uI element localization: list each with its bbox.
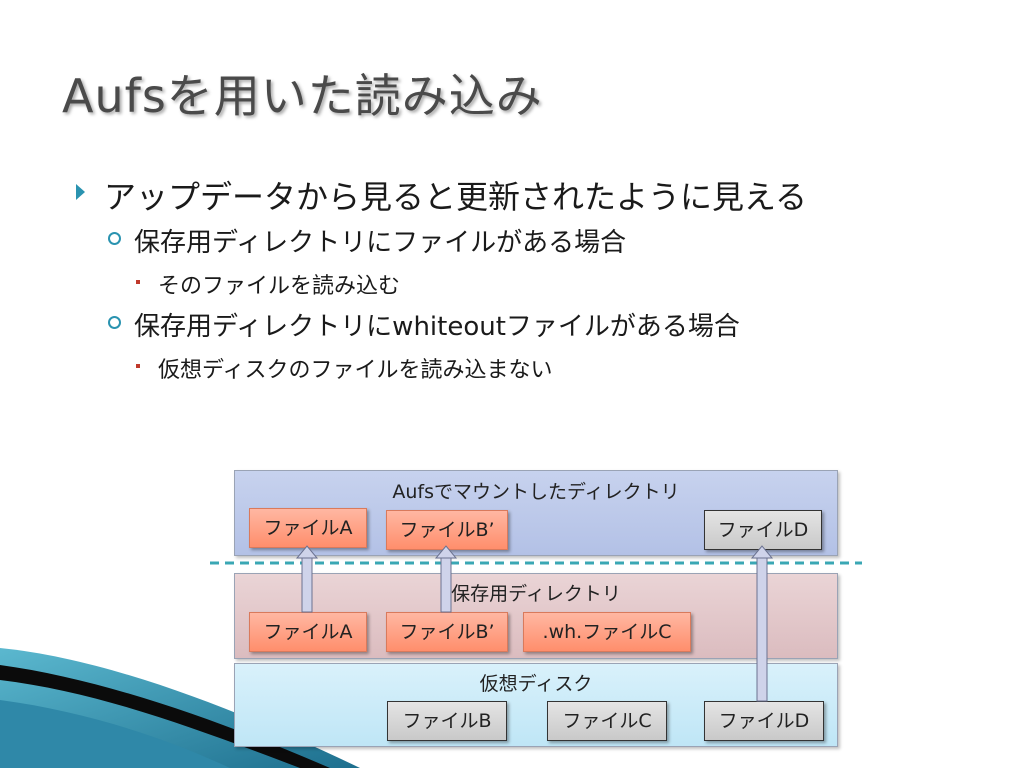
square-bullet-icon bbox=[136, 280, 140, 284]
bullet-list: アップデータから見ると更新されたように見える 保存用ディレクトリにファイルがある… bbox=[76, 172, 808, 384]
save-file-b-prime: ファイルB’ bbox=[386, 612, 508, 652]
bullet-text: アップデータから見ると更新されたように見える bbox=[104, 178, 808, 216]
bullet-item: そのファイルを読み込む bbox=[136, 268, 401, 300]
vdisk-file-c: ファイルC bbox=[547, 701, 667, 741]
bullet-item: 保存用ディレクトリにwhiteoutファイルがある場合 bbox=[108, 306, 740, 343]
bullet-text: 仮想ディスクのファイルを読み込まない bbox=[158, 358, 553, 383]
whiteout-file-c: .wh.ファイルC bbox=[523, 612, 691, 652]
layer-title: 保存用ディレクトリ bbox=[451, 583, 621, 605]
slide-title: Aufsを用いた読み込み bbox=[62, 69, 543, 123]
aufs-file-d: ファイルD bbox=[704, 510, 822, 550]
triangle-bullet-icon bbox=[76, 184, 85, 200]
layer-title: Aufsでマウントしたディレクトリ bbox=[392, 481, 680, 503]
save-file-a: ファイルA bbox=[249, 612, 367, 652]
vdisk-file-b: ファイルB bbox=[387, 701, 507, 741]
read-arrow-a bbox=[295, 545, 319, 613]
circle-bullet-icon bbox=[108, 232, 121, 245]
bullet-item: アップデータから見ると更新されたように見える bbox=[76, 172, 808, 218]
layer-title: 仮想ディスク bbox=[479, 673, 593, 695]
read-arrow-b-prime bbox=[434, 545, 458, 613]
vdisk-file-d: ファイルD bbox=[704, 701, 824, 741]
aufs-file-b-prime: ファイルB’ bbox=[386, 510, 508, 550]
square-bullet-icon bbox=[136, 364, 140, 368]
aufs-file-a: ファイルA bbox=[249, 508, 367, 548]
read-arrow-d bbox=[750, 545, 774, 702]
bullet-text: 保存用ディレクトリにファイルがある場合 bbox=[134, 228, 627, 258]
bullet-text: そのファイルを読み込む bbox=[158, 274, 401, 299]
bullet-text: 保存用ディレクトリにwhiteoutファイルがある場合 bbox=[134, 312, 740, 342]
bullet-item: 保存用ディレクトリにファイルがある場合 bbox=[108, 222, 627, 259]
bullet-item: 仮想ディスクのファイルを読み込まない bbox=[136, 352, 553, 384]
circle-bullet-icon bbox=[108, 316, 121, 329]
